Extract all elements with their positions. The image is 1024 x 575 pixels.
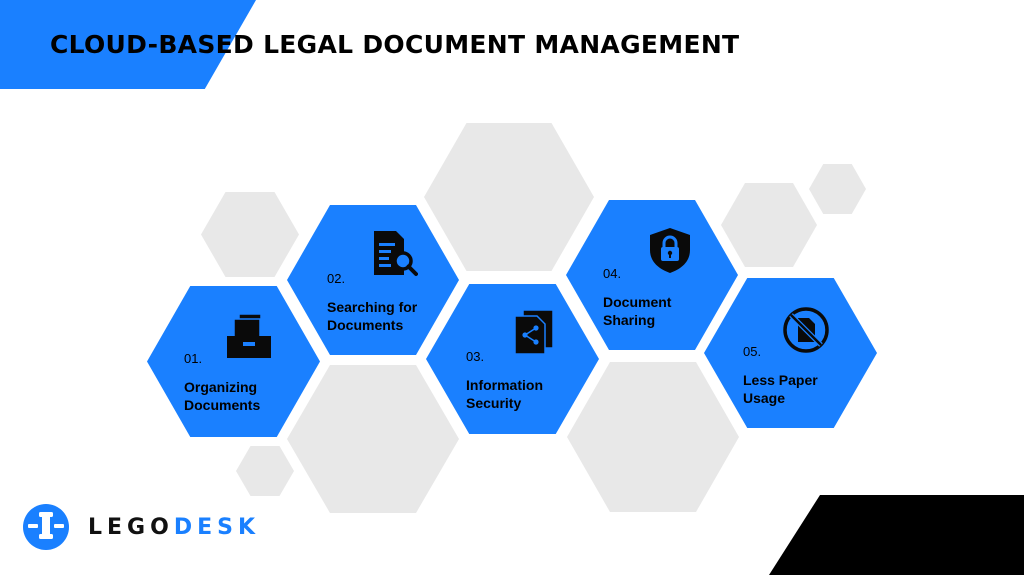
legodesk-logo: LEGODESK [22, 503, 260, 551]
step-label: Less Paper [743, 372, 818, 388]
step-number: 02. [327, 271, 346, 286]
step-label: Information [466, 377, 543, 393]
shield-lock-icon [650, 228, 690, 273]
step-label: Security [466, 395, 522, 411]
decorative-hexagon [424, 123, 594, 271]
step-label: Sharing [603, 312, 656, 328]
step-5-text: 05. Less Paper Usage [743, 344, 818, 407]
step-label: Documents [184, 397, 261, 413]
file-cabinet-icon [227, 313, 271, 358]
document-search-icon [374, 231, 418, 276]
document-share-icon [514, 309, 554, 355]
step-3-text: 03. Information Security [466, 349, 543, 412]
decorative-hexagon [287, 365, 459, 513]
logo-text-desk: DESK [173, 514, 260, 540]
step-4-text: 04. Document Sharing [603, 266, 671, 329]
step-label: Document [603, 294, 672, 310]
bottom-right-accent-shape [769, 495, 1024, 575]
decorative-hexagon [201, 192, 299, 277]
step-1-text: 01. Organizing Documents [184, 351, 260, 414]
gavel-logo-icon [23, 504, 69, 550]
top-left-accent-shape [0, 0, 256, 89]
step-label: Organizing [184, 379, 258, 395]
step-label: Documents [327, 317, 404, 333]
decorative-hexagon [721, 183, 817, 267]
logo-wordmark: LEGODESK [88, 515, 260, 540]
step-number: 05. [743, 344, 762, 359]
page-title: CLOUD-BASED LEGAL DOCUMENT MANAGEMENT [50, 30, 740, 59]
step-number: 04. [603, 266, 622, 281]
step-hexagon-4 [566, 200, 738, 350]
no-paper-icon [783, 307, 829, 353]
step-number: 01. [184, 351, 203, 366]
decorative-hexagon [567, 362, 739, 512]
logo-text-lego: LEGO [88, 514, 174, 540]
step-number: 03. [466, 349, 485, 364]
decorative-hexagon [236, 446, 294, 496]
step-label: Searching for [327, 299, 418, 315]
step-2-text: 02. Searching for Documents [327, 271, 417, 334]
decorative-hexagon [809, 164, 866, 214]
step-label: Usage [743, 390, 786, 406]
